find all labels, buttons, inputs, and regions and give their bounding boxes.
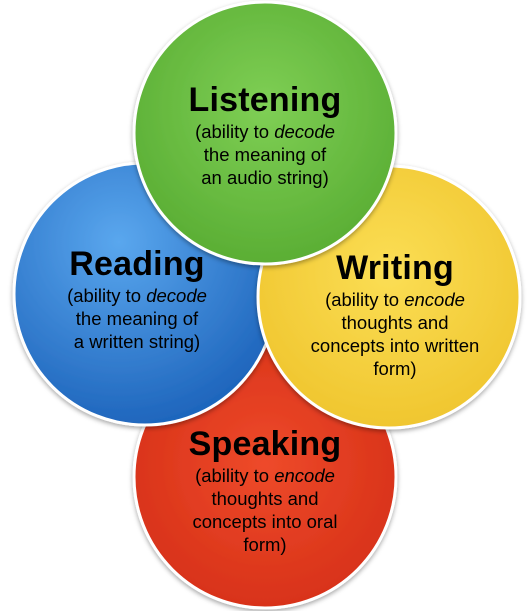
listening-title: Listening	[188, 81, 342, 119]
speaking-title: Speaking	[188, 425, 342, 463]
reading-title: Reading	[69, 245, 205, 283]
listening-description: (ability to decode the meaning of an aud…	[195, 121, 335, 188]
reading-label: Reading (ability to decode the meaning o…	[30, 244, 244, 353]
writing-title: Writing	[336, 249, 454, 287]
writing-label: Writing (ability to encode thoughts and …	[288, 248, 502, 380]
speaking-description: (ability to encode thoughts and concepts…	[192, 465, 338, 555]
reading-description: (ability to decode the meaning of a writ…	[67, 285, 207, 352]
writing-description: (ability to encode thoughts and concepts…	[310, 289, 480, 379]
listening-circle	[132, 0, 398, 266]
speaking-label: Speaking (ability to encode thoughts and…	[160, 424, 370, 556]
listening-label: Listening (ability to decode the meaning…	[160, 80, 370, 189]
